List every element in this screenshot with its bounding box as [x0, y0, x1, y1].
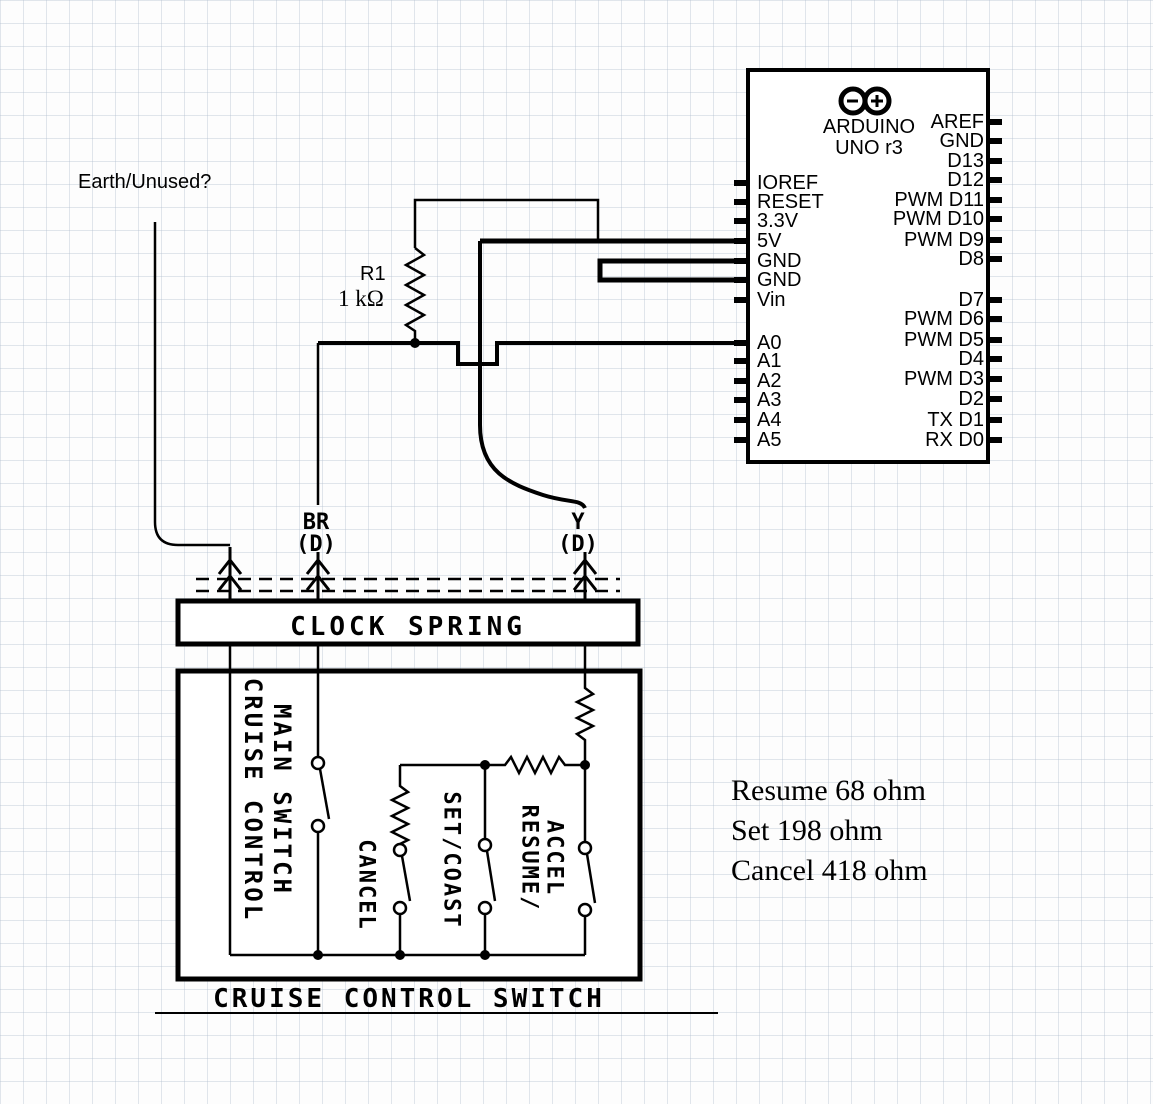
chevron-br-icon	[305, 552, 331, 600]
arduino-pin-label-pwmd10-5: PWM D10	[892, 208, 984, 230]
arduino-pin-stubs-left	[734, 180, 748, 443]
arduino-pin-label-a2-9: A2	[757, 370, 782, 392]
resume-switch-contact-top	[577, 840, 593, 856]
arduino-pin-label-a5-12: A5	[757, 429, 782, 451]
clock-spring-box	[175, 598, 641, 647]
y-wire-label: Y	[571, 510, 585, 535]
switch-box	[175, 668, 643, 982]
br-wire-label: BR	[302, 510, 330, 535]
earth-label: Earth/Unused?	[78, 171, 212, 193]
arduino-name-line2: UNO r3	[835, 137, 903, 159]
clock-spring	[175, 547, 641, 671]
wire-5v-to-y	[478, 241, 587, 510]
arduino-pin-label-rxd0-15: RX D0	[925, 429, 984, 451]
wire-earth	[153, 222, 230, 547]
junction-dot-bus-cancel	[395, 950, 405, 960]
junction-dot-resume-node	[580, 760, 590, 770]
arduino-pin-label-gnd-1: GND	[939, 130, 984, 152]
resume-switch-label-line2: ACCEL	[541, 819, 567, 897]
junction-dot-bus-main	[313, 950, 323, 960]
resistor-r1	[403, 247, 427, 343]
arduino-pin-label-d12-3: D12	[947, 169, 984, 191]
junction-dot-set-node	[480, 760, 490, 770]
arduino-pin-label-d13-2: D13	[947, 150, 984, 172]
main-switch-contact-top	[310, 755, 326, 771]
arduino-pin-label-pwmd6-9: PWM D6	[904, 308, 984, 330]
y-wire-label-d: (D)	[558, 532, 598, 557]
note-set-ohm: Set 198 ohm	[731, 814, 883, 847]
resume-switch-blade	[585, 853, 597, 904]
resistor-set	[485, 754, 585, 776]
arduino-logo-icon	[838, 86, 892, 116]
r1-value-label: 1 kΩ	[338, 286, 384, 311]
arduino-pin-label-a4-11: A4	[757, 409, 782, 431]
arduino-pin-label-33v-2: 3.3V	[757, 210, 799, 232]
cancel-switch-contact-bottom	[392, 900, 408, 916]
chevron-y-icon	[572, 552, 598, 600]
main-switch-blade	[318, 768, 331, 820]
arduino-pin-label-pwmd5-10: PWM D5	[904, 329, 984, 351]
wire-r1-to-5v	[413, 198, 600, 248]
chevron-earth-icon	[217, 547, 243, 600]
wire-a0	[318, 341, 740, 366]
junction-dot-bus-set	[480, 950, 490, 960]
br-wire-label-d: (D)	[296, 532, 336, 557]
arduino-board	[734, 68, 1002, 464]
cruise-switch-title: CRUISE CONTROL SWITCH	[213, 984, 605, 1014]
arduino-pin-label-aref-0: AREF	[930, 111, 984, 133]
wires	[153, 198, 740, 547]
arduino-pin-label-5v-3: 5V	[757, 230, 782, 252]
note-resume-ohm: Resume 68 ohm	[731, 774, 926, 807]
arduino-pin-label-ioref-0: IOREF	[757, 172, 819, 194]
cancel-switch-label: CANCEL	[353, 839, 379, 931]
arduino-pin-label-d7-8: D7	[958, 289, 984, 311]
resume-switch-label-line1: RESUME/	[516, 804, 542, 912]
clock-spring-label: CLOCK SPRING	[290, 612, 526, 642]
arduino-pin-label-pwmd3-12: PWM D3	[904, 368, 984, 390]
arduino-pin-stubs-right	[988, 119, 1002, 443]
junction-dot-a0	[410, 338, 420, 348]
arduino-pin-label-a3-10: A3	[757, 389, 782, 411]
arduino-pin-label-gnd-4: GND	[757, 250, 802, 272]
set-switch-contact-top	[477, 837, 493, 853]
cancel-switch-contact-top	[392, 842, 408, 858]
arduino-pin-label-pwmd11-4: PWM D11	[894, 189, 984, 211]
arduino-pin-label-d2-13: D2	[958, 388, 984, 410]
arduino-pin-label-d4-11: D4	[958, 348, 984, 370]
clock-spring-pass-wires	[228, 644, 587, 671]
set-switch-contact-bottom	[477, 900, 493, 916]
main-switch-label-line1: CRUISE CONTROL	[239, 677, 267, 923]
arduino-pin-label-a0-7: A0	[757, 332, 782, 354]
resistor-resume	[574, 671, 596, 765]
arduino-pin-label-vin-6: Vin	[757, 289, 786, 311]
arduino-pin-label-a1-8: A1	[757, 350, 782, 372]
logo-plus-icon	[871, 95, 883, 107]
wire-gnd-jumper	[597, 258, 740, 283]
arduino-name-line1: ARDUINO	[822, 116, 916, 138]
arduino-pin-label-reset-1: RESET	[757, 191, 824, 213]
arduino-pin-label-gnd-5: GND	[757, 269, 802, 291]
main-switch-contact-bottom	[310, 818, 326, 834]
main-switch-label-line2: MAIN SWITCH	[268, 704, 296, 896]
set-switch-label: SET/COAST	[438, 791, 464, 929]
resume-switch-contact-bottom	[577, 902, 593, 918]
arduino-outline	[746, 68, 990, 464]
r1-name-label: R1	[360, 263, 386, 285]
resistor-cancel	[389, 765, 411, 846]
cancel-switch-blade	[400, 855, 412, 902]
arduino-pin-label-pwmd9-6: PWM D9	[904, 229, 984, 251]
set-switch-blade	[485, 850, 497, 902]
cruise-control-switch	[175, 668, 643, 982]
note-cancel-ohm: Cancel 418 ohm	[731, 854, 928, 887]
arduino-pin-label-d8-7: D8	[958, 248, 984, 270]
arduino-pin-label-txd1-14: TX D1	[927, 409, 984, 431]
